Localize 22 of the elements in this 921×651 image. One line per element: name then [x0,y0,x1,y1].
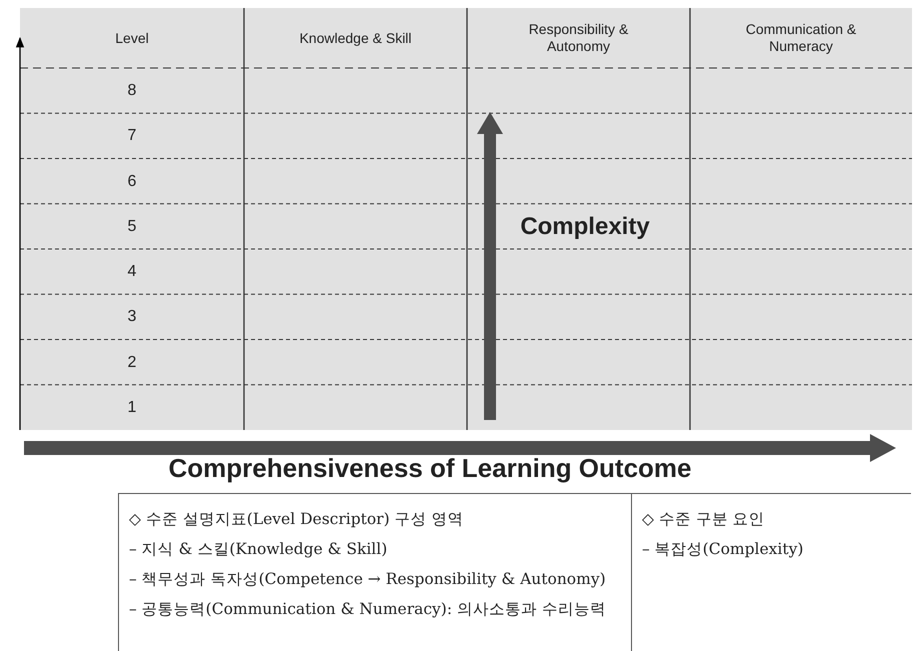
list-item: – 복잡성(Complexity) [642,539,804,560]
level-number: 4 [128,262,136,282]
level-number: 2 [128,352,136,372]
list-item: – 지식 & 스킬(Knowledge & Skill) [129,539,388,560]
level-number: 7 [128,126,136,146]
axis-title: Comprehensiveness of Learning Outcome [168,453,692,485]
column-header: Level [114,30,150,46]
level-number: 3 [128,307,136,326]
level-number: 6 [128,172,136,191]
text-panel [631,493,911,651]
level-number: 5 [128,216,136,236]
section-heading: ◇ 수준 구분 요인 [642,509,765,530]
text-panel [118,493,631,651]
column-header: Communication & Numeracy [744,21,858,55]
axis-label: Complexity [520,212,650,242]
column-header: Responsibility & Autonomy [528,21,630,55]
level-number: 1 [128,398,136,417]
level-number: 8 [128,81,136,100]
section-heading: ◇ 수준 설명지표(Level Descriptor) 구성 영역 [129,509,464,530]
list-item: – 책무성과 독자성(Competence → Responsibility & Autonomy) [129,569,606,590]
column-header: Knowledge & Skill [298,30,413,46]
list-item: – 공통능력(Communication & Numeracy): 의사소통과 수리능력 [129,599,606,620]
